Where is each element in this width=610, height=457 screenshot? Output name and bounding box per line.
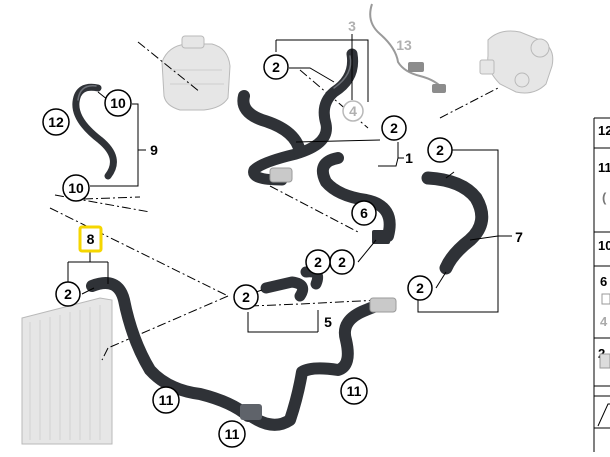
hose-12 <box>72 83 117 180</box>
callout-2-center: 2 <box>381 115 407 141</box>
callout-12: 12 <box>42 108 70 136</box>
callout-2-mid: 2 <box>329 249 355 275</box>
svg-text:10: 10 <box>598 238 610 253</box>
table-row[interactable]: 12 <box>594 123 610 149</box>
callout-9: 9 <box>150 142 158 158</box>
callout-2-mid-left: 2 <box>305 249 331 275</box>
callout-2-lower-right: 2 <box>407 275 433 301</box>
callout-10-top: 10 <box>104 89 132 117</box>
table-row[interactable]: 6 <box>600 274 610 305</box>
hose-5 <box>260 266 324 302</box>
svg-text:6: 6 <box>360 205 368 221</box>
callout-10-bottom: 10 <box>62 174 90 202</box>
table-row[interactable]: ( <box>594 190 610 233</box>
svg-text:2: 2 <box>242 289 250 305</box>
hose-6 <box>317 152 396 244</box>
hose-11 <box>240 167 397 431</box>
svg-text:1: 1 <box>405 150 413 166</box>
callout-8-highlighted[interactable]: 8 <box>78 225 103 253</box>
table-row[interactable]: 2 <box>594 346 610 387</box>
svg-text:4: 4 <box>600 314 608 329</box>
hose-7 <box>421 171 489 275</box>
callout-2-right: 2 <box>427 137 453 163</box>
svg-text:12: 12 <box>598 123 610 138</box>
svg-text:2: 2 <box>314 254 322 270</box>
svg-text:5: 5 <box>324 314 332 330</box>
thermostat-housing <box>479 30 554 94</box>
callout-7: 7 <box>515 229 523 245</box>
callout-1: 1 <box>405 150 413 166</box>
svg-text:(: ( <box>602 190 607 205</box>
callout-11-left: 11 <box>152 386 180 414</box>
callout-4: 4 <box>342 100 364 122</box>
svg-text:11: 11 <box>159 392 174 408</box>
svg-text:3: 3 <box>348 18 356 34</box>
svg-text:2: 2 <box>272 59 280 75</box>
svg-text:7: 7 <box>515 229 523 245</box>
callout-2-left: 2 <box>55 281 81 307</box>
svg-text:4: 4 <box>349 103 357 119</box>
svg-text:11: 11 <box>347 383 362 399</box>
hose-8 <box>86 277 254 422</box>
svg-text:10: 10 <box>110 95 126 111</box>
callout-11-right: 11 <box>340 377 368 405</box>
svg-text:10: 10 <box>68 180 84 196</box>
callout-2-lower-center: 2 <box>233 284 259 310</box>
svg-text:11: 11 <box>225 426 240 442</box>
svg-text:6: 6 <box>600 274 607 289</box>
svg-text:8: 8 <box>87 231 95 247</box>
expansion-tank <box>161 35 231 111</box>
radiator <box>21 297 113 445</box>
table-row[interactable]: 11 <box>598 160 610 175</box>
svg-text:2: 2 <box>390 120 398 136</box>
callout-6: 6 <box>351 200 377 226</box>
svg-text:9: 9 <box>150 142 158 158</box>
svg-text:2: 2 <box>338 254 346 270</box>
callout-3: 3 <box>348 18 356 34</box>
svg-text:12: 12 <box>48 114 64 130</box>
callout-5: 5 <box>324 314 332 330</box>
table-row[interactable]: 10 <box>594 238 610 267</box>
svg-text:11: 11 <box>598 160 610 175</box>
table-row[interactable] <box>594 395 610 429</box>
callout-13: 13 <box>396 37 412 53</box>
svg-text:2: 2 <box>64 286 72 302</box>
callout-2-top: 2 <box>263 54 289 80</box>
sensor-cable <box>369 3 446 93</box>
table-row[interactable]: 4 <box>594 314 610 339</box>
parts-table: 12 11 ( 10 6 4 2 <box>593 117 610 452</box>
svg-text:2: 2 <box>436 142 444 158</box>
svg-text:13: 13 <box>396 37 412 53</box>
svg-text:2: 2 <box>416 280 424 296</box>
callout-11-bottom: 11 <box>218 420 246 448</box>
